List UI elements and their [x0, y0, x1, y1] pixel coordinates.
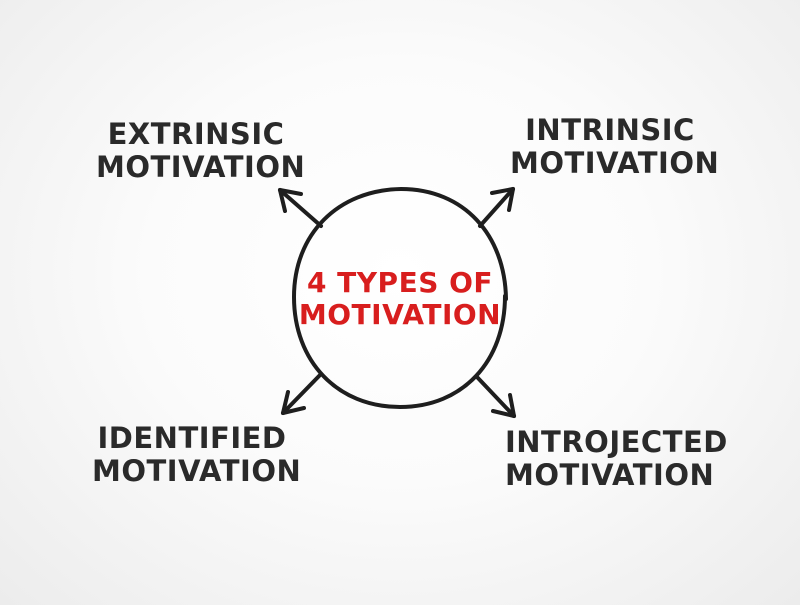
center-title: 4 TYPES OF MOTIVATION: [295, 267, 505, 331]
node-label-line2: MOTIVATION: [505, 458, 715, 492]
center-circle: [292, 187, 508, 409]
center-title-line2: MOTIVATION: [298, 298, 502, 331]
node-label-line1: EXTRINSIC: [107, 117, 285, 151]
node-label-line2: MOTIVATION: [96, 150, 306, 184]
node-label-line1: IDENTIFIED: [97, 421, 287, 455]
node-label-line2: MOTIVATION: [510, 146, 720, 180]
arrow-top-left: [278, 188, 323, 228]
node-introjected-motivation: INTROJECTED MOTIVATION: [505, 425, 728, 492]
node-identified-motivation: IDENTIFIED MOTIVATION: [92, 421, 302, 488]
node-extrinsic-motivation: EXTRINSIC MOTIVATION: [96, 117, 306, 184]
center-title-line1: 4 TYPES OF: [306, 266, 494, 299]
arrow-bottom-left: [281, 372, 323, 415]
arrow-bottom-right: [475, 375, 516, 418]
node-label-line2: MOTIVATION: [92, 454, 302, 488]
node-label-line1: INTRINSIC: [525, 113, 695, 147]
arrow-top-right: [478, 187, 515, 228]
node-label-line1: INTROJECTED: [505, 425, 728, 459]
node-intrinsic-motivation: INTRINSIC MOTIVATION: [510, 113, 720, 180]
